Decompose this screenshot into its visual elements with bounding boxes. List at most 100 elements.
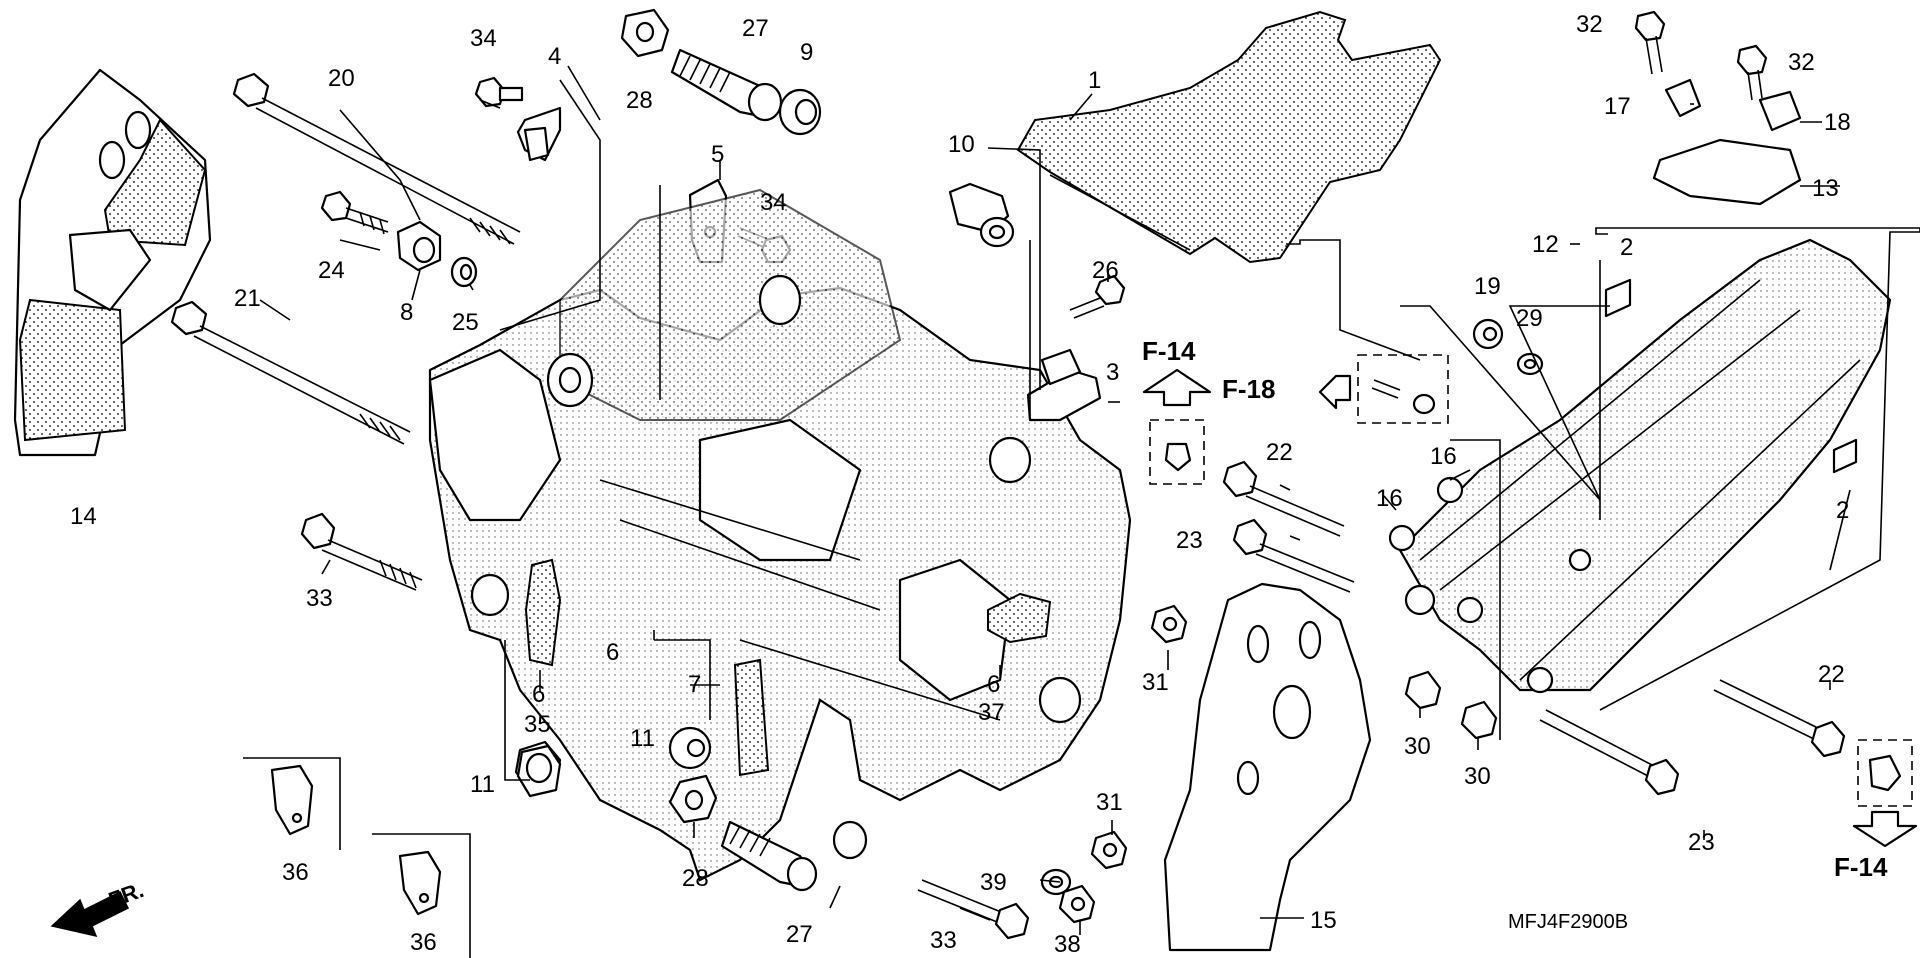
callout-32b: 32 bbox=[1788, 49, 1815, 76]
long-bolt-20[interactable] bbox=[232, 72, 521, 245]
bolt-22-right[interactable] bbox=[1713, 679, 1846, 758]
bolt-24[interactable] bbox=[320, 190, 389, 235]
nut-28-bottom[interactable] bbox=[668, 774, 718, 824]
washer-25[interactable] bbox=[450, 256, 478, 288]
callout-7: 7 bbox=[688, 671, 701, 698]
callout-16a: 16 bbox=[1430, 443, 1457, 470]
guard-plate-15[interactable] bbox=[1163, 582, 1372, 952]
subframe-12[interactable] bbox=[1398, 238, 1892, 694]
adjuster-27-top[interactable] bbox=[670, 48, 783, 122]
callout-28a: 28 bbox=[626, 87, 653, 114]
callout-12: 12 bbox=[1532, 231, 1559, 258]
collar-8[interactable] bbox=[396, 220, 442, 272]
callout-6b: 6 bbox=[532, 681, 545, 708]
callout-35: 35 bbox=[524, 711, 551, 738]
callout-38: 38 bbox=[1054, 931, 1081, 958]
callout-29: 29 bbox=[1516, 305, 1543, 332]
clip-36-a[interactable] bbox=[243, 757, 341, 850]
ref-f14-top: F-14 bbox=[1142, 336, 1196, 366]
callout-labels: 1 2 2 3 4 5 6 6 6 7 8 9 10 11 11 12 13 1… bbox=[70, 11, 1888, 958]
nut-30-a[interactable] bbox=[1404, 670, 1442, 710]
callout-34b: 34 bbox=[760, 189, 787, 216]
callout-24: 24 bbox=[318, 257, 345, 284]
callout-23b: 23 bbox=[1688, 829, 1715, 856]
collar-19[interactable] bbox=[1472, 318, 1504, 350]
callout-9: 9 bbox=[800, 39, 813, 66]
callout-32a: 32 bbox=[1576, 11, 1603, 38]
callout-16b: 16 bbox=[1376, 485, 1403, 512]
heat-guard-14[interactable] bbox=[13, 68, 212, 457]
bolt-26[interactable] bbox=[1069, 274, 1126, 319]
callout-5: 5 bbox=[711, 141, 724, 168]
clip-18[interactable] bbox=[1758, 90, 1802, 132]
nut-31-mid[interactable] bbox=[1150, 604, 1188, 644]
ref-f14-bottom: F-14 bbox=[1834, 852, 1888, 882]
leader-lines bbox=[259, 65, 1920, 935]
callout-6c: 6 bbox=[987, 671, 1000, 698]
bushing-9[interactable] bbox=[778, 88, 822, 136]
callout-1: 1 bbox=[1088, 67, 1101, 94]
nut-31-bottom[interactable] bbox=[1090, 830, 1128, 870]
collar-11-mid[interactable] bbox=[668, 726, 712, 770]
bolt-34-left[interactable] bbox=[474, 76, 524, 108]
callout-34a: 34 bbox=[470, 25, 497, 52]
ref-box-f14-top[interactable] bbox=[1142, 368, 1212, 485]
front-direction-label: FR. bbox=[105, 877, 147, 913]
long-bolt-21[interactable] bbox=[170, 300, 411, 445]
callout-25: 25 bbox=[452, 309, 479, 336]
callout-3: 3 bbox=[1106, 359, 1119, 386]
damper-10[interactable] bbox=[948, 182, 1015, 248]
bolt-33-bottom[interactable] bbox=[917, 879, 1030, 940]
ref-box-f18[interactable] bbox=[1318, 354, 1449, 424]
bolt-23-right[interactable] bbox=[1539, 709, 1680, 796]
callout-8: 8 bbox=[400, 299, 413, 326]
front-direction-arrow: FR. bbox=[50, 877, 147, 938]
bolt-32-right[interactable] bbox=[1736, 44, 1768, 101]
callout-15: 15 bbox=[1310, 907, 1337, 934]
washer-29[interactable] bbox=[1516, 352, 1544, 376]
adjuster-27-bottom[interactable] bbox=[720, 820, 818, 892]
callout-4: 4 bbox=[548, 43, 561, 70]
damper-6-right[interactable] bbox=[987, 592, 1052, 644]
bolt-22-mid[interactable] bbox=[1222, 460, 1345, 537]
nut-28-top[interactable] bbox=[620, 8, 670, 58]
clip-17[interactable] bbox=[1664, 78, 1702, 118]
callout-11b: 11 bbox=[630, 725, 655, 752]
insulator-1[interactable] bbox=[1016, 10, 1442, 264]
label-plate-2b[interactable] bbox=[1832, 438, 1858, 474]
callout-28b: 28 bbox=[682, 865, 709, 892]
callout-19: 19 bbox=[1474, 273, 1501, 300]
bracket-3[interactable] bbox=[1026, 348, 1102, 422]
grommet-16-low[interactable] bbox=[1388, 524, 1416, 552]
ref-box-f14-bottom[interactable] bbox=[1852, 739, 1918, 848]
ref-f18: F-18 bbox=[1222, 374, 1275, 404]
callout-33a: 33 bbox=[306, 585, 333, 612]
callout-20: 20 bbox=[328, 65, 355, 92]
bolt-32-left[interactable] bbox=[1634, 10, 1666, 75]
collar-11-lower-left[interactable] bbox=[516, 744, 562, 798]
bracket-13[interactable] bbox=[1652, 138, 1802, 206]
spacer-7[interactable] bbox=[733, 658, 770, 777]
nut-38[interactable] bbox=[1058, 884, 1096, 924]
nut-30-b[interactable] bbox=[1460, 700, 1498, 740]
bolt-23-mid[interactable] bbox=[1232, 518, 1355, 593]
callout-27b: 27 bbox=[786, 921, 813, 948]
callout-22b: 22 bbox=[1818, 661, 1845, 688]
callout-18: 18 bbox=[1824, 109, 1851, 136]
callout-2b: 2 bbox=[1836, 497, 1849, 524]
grommet-16-top[interactable] bbox=[1436, 476, 1464, 504]
bolt-33-left[interactable] bbox=[300, 512, 423, 591]
callout-31a: 31 bbox=[1142, 669, 1169, 696]
clip-36-b[interactable] bbox=[372, 833, 471, 958]
callout-11a: 11 bbox=[470, 771, 495, 798]
callout-23a: 23 bbox=[1176, 527, 1203, 554]
callout-2a: 2 bbox=[1620, 234, 1633, 261]
bracket-4[interactable] bbox=[516, 106, 562, 162]
main-frame[interactable] bbox=[428, 188, 1132, 882]
label-plate-2a[interactable] bbox=[1604, 278, 1632, 318]
callout-17: 17 bbox=[1604, 93, 1631, 120]
callout-33b: 33 bbox=[930, 927, 957, 954]
callout-26: 26 bbox=[1092, 257, 1119, 284]
damper-6-left[interactable] bbox=[524, 558, 562, 667]
